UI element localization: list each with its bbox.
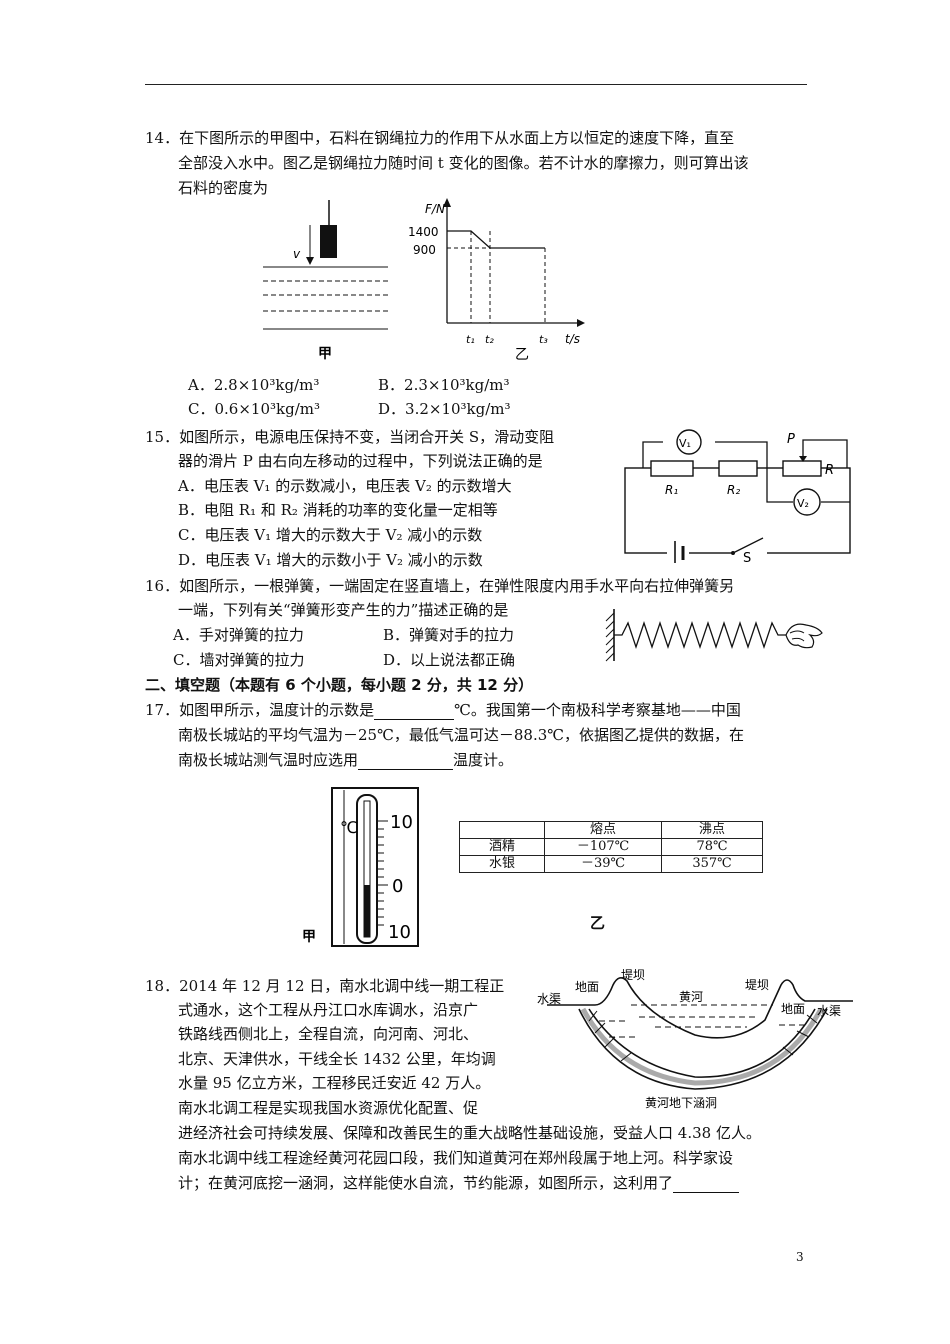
fig-label-jia: 甲 <box>318 346 332 362</box>
q16-option-b: B．弹簧对手的拉力 <box>383 626 515 644</box>
q18-line2: 式通水，这个工程从丹江口水库调水，沿京广 <box>178 1001 479 1019</box>
q18-line8: 南水北调中线工程途经黄河花园口段，我们知道黄河在郑州段属于地上河。科学家设 <box>178 1149 734 1167</box>
q16-option-d: D．以上说法都正确 <box>383 651 516 669</box>
q17-line3-part1: 南极长城站测气温时应选用 <box>178 751 359 769</box>
q15-option-b: B．电阻 R₁ 和 R₂ 消耗的功率的变化量一定相等 <box>178 501 498 519</box>
voltmeter-v2-label: V₂ <box>797 497 809 510</box>
q14-line3: 石料的密度为 <box>178 179 269 197</box>
q14-option-a: A．2.8×10³kg/m³ <box>188 376 320 394</box>
q18-line9-text: 计；在黄河底挖一涵洞，这样能使水自流，节约能源，如图所示，这利用了 <box>178 1174 674 1192</box>
q14-option-b: B．2.3×10³kg/m³ <box>378 376 510 394</box>
q18-line5: 水量 95 亿立方米，工程移民迁安近 42 万人。 <box>178 1074 491 1092</box>
velocity-label: v <box>293 247 301 261</box>
table-cell: －39℃ <box>544 855 662 873</box>
rheostat-r-label: R <box>825 463 834 478</box>
label-canal-right: 水渠 <box>817 1004 841 1018</box>
q18-river-culvert-diagram: 水渠 地面 堤坝 黄河 堤坝 地面 水渠 黄河地下涵洞 <box>537 968 853 1110</box>
q17-line1-part2: ℃。我国第一个南极科学考察基地——中国 <box>454 701 741 719</box>
table-cell: 水银 <box>459 855 545 873</box>
section-heading: 二、填空题（本题有 6 个小题，每小题 2 分，共 12 分） <box>145 676 534 694</box>
q15-option-d: D．电压表 V₁ 增大的示数小于 V₂ 减小的示数 <box>178 551 483 569</box>
table-cell: 357℃ <box>661 855 763 873</box>
graph-ylabel: F/N <box>425 202 445 216</box>
q15-option-a: A．电压表 V₁ 的示数减小，电压表 V₂ 的示数增大 <box>178 477 512 495</box>
thermometer-tick-0: 0 <box>392 876 403 897</box>
resistor-r1-label: R₁ <box>665 483 678 497</box>
table-header-cell: 沸点 <box>661 821 763 839</box>
table-header-cell <box>459 821 545 839</box>
q16-option-c: C．墙对弹簧的拉力 <box>173 651 305 669</box>
table-row: 酒精 －107℃ 78℃ <box>459 838 763 856</box>
fig-label-yi: 乙 <box>515 347 529 363</box>
table-row: 水银 －39℃ 357℃ <box>459 855 763 873</box>
q17-line2: 南极长城站的平均气温为－25℃，最低气温可达－88.3℃，依据图乙提供的数据，在 <box>178 726 745 744</box>
q18-line1: 18．2014 年 12 月 12 日，南水北调中线一期工程正 <box>145 977 505 995</box>
q15-circuit-diagram: V₁ P R R₁ R₂ V₂ S <box>624 429 851 563</box>
table-header-row: 熔点 沸点 <box>459 821 763 839</box>
fig-label-yi-17: 乙 <box>590 914 606 932</box>
q17-line3-part2: 温度计。 <box>453 751 514 769</box>
q15-line2: 器的滑片 P 由右向左移动的过程中，下列说法正确的是 <box>178 452 543 470</box>
q14-line1: 14．在下图所示的甲图中，石料在钢绳拉力的作用下从水面上方以恒定的速度下降，直至 <box>145 129 735 147</box>
page-number: 3 <box>796 1250 804 1264</box>
q18-line3: 铁路线西侧北上，全程自流，向河南、河北、 <box>178 1025 479 1043</box>
resistor-r2-label: R₂ <box>727 483 740 497</box>
graph-ytick-1400: 1400 <box>408 225 439 239</box>
q18-blank[interactable] <box>673 1177 740 1193</box>
q17-blank-2[interactable] <box>358 754 454 770</box>
label-canal-left: 水渠 <box>537 992 561 1006</box>
thermometer-unit: ℃ <box>340 818 358 837</box>
q14-line2: 全部没入水中。图乙是钢绳拉力随时间 t 变化的图像。若不计水的摩擦力，则可算出该 <box>178 154 749 172</box>
graph-xtick-t3: t₃ <box>539 333 548 346</box>
graph-xtick-t1: t₁ <box>466 333 475 346</box>
label-ground-left: 地面 <box>575 980 599 994</box>
q16-spring-figure <box>605 609 823 662</box>
q16-option-a: A．手对弹簧的拉力 <box>173 626 304 644</box>
label-yellow-river: 黄河 <box>679 990 703 1004</box>
thermometer-tick-10-bottom: 10 <box>388 922 411 943</box>
q14-force-time-graph: F/N t/s 1400 900 t₁ t₂ t₃ 乙 <box>408 198 585 363</box>
table-header-cell: 熔点 <box>544 821 662 839</box>
graph-xtick-t2: t₂ <box>485 333 494 346</box>
q14-option-d: D．3.2×10³kg/m³ <box>378 400 511 418</box>
q15-line1: 15．如图所示，电源电压保持不变，当闭合开关 S，滑动变阻 <box>145 428 555 446</box>
q14-option-c: C．0.6×10³kg/m³ <box>188 400 320 418</box>
q17-blank-1[interactable] <box>374 704 455 720</box>
voltmeter-v1-label: V₁ <box>679 437 691 450</box>
q16-line2: 一端，下列有关“弹簧形变产生的力”描述正确的是 <box>178 601 509 619</box>
label-dam-right: 堤坝 <box>745 978 769 992</box>
q16-line1: 16．如图所示，一根弹簧，一端固定在竖直墙上，在弹性限度内用手水平向右拉伸弹簧另 <box>145 577 735 595</box>
q15-option-c: C．电压表 V₁ 增大的示数大于 V₂ 减小的示数 <box>178 526 483 544</box>
q17-line3: 南极长城站测气温时应选用 温度计。 <box>178 750 513 770</box>
q18-line4: 北京、天津供水，干线全长 1432 公里，年均调 <box>178 1050 496 1068</box>
q14-figure-a: v 甲 <box>263 200 388 362</box>
table-cell: 78℃ <box>661 838 763 856</box>
label-dam-left: 堤坝 <box>621 968 645 982</box>
q17-thermometer-figure: ℃ 10 0 10 甲 <box>302 787 419 947</box>
graph-ytick-900: 900 <box>413 243 436 257</box>
header-rule <box>145 84 807 85</box>
label-culvert: 黄河地下涵洞 <box>645 1096 717 1110</box>
slider-p-label: P <box>787 432 795 447</box>
switch-s-label: S <box>743 551 751 563</box>
fig-label-jia-17: 甲 <box>302 929 316 945</box>
table-cell: 酒精 <box>459 838 545 856</box>
q18-line7: 进经济社会可持续发展、保障和改善民生的重大战略性基础设施，受益人口 4.38 亿… <box>178 1124 761 1142</box>
q18-line9: 计；在黄河底挖一涵洞，这样能使水自流，节约能源，如图所示，这利用了 <box>178 1173 740 1193</box>
q17-line1-part1: 17．如图甲所示，温度计的示数是 <box>145 701 375 719</box>
q18-line6: 南水北调工程是实现我国水资源优化配置、促 <box>178 1099 479 1117</box>
graph-xlabel: t/s <box>565 332 580 346</box>
thermometer-tick-10-top: 10 <box>390 812 413 833</box>
label-ground-right: 地面 <box>781 1002 805 1016</box>
q17-melting-boiling-table: 熔点 沸点 酒精 －107℃ 78℃ 水银 －39℃ 357℃ <box>459 821 763 873</box>
q17-line1: 17．如图甲所示，温度计的示数是 ℃。我国第一个南极科学考察基地——中国 <box>145 700 741 720</box>
table-cell: －107℃ <box>544 838 662 856</box>
